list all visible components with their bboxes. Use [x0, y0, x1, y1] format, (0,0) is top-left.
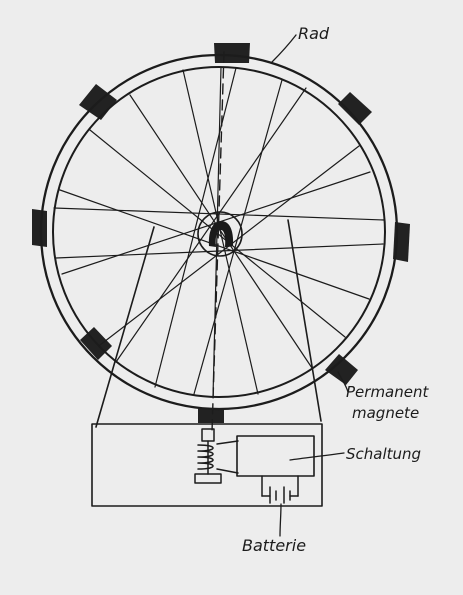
battery-icon — [261, 475, 299, 504]
leader-circuit — [289, 452, 345, 461]
magnet-bottom — [198, 408, 224, 423]
leader-battery — [279, 503, 282, 537]
axis-dashed-line — [211, 51, 225, 433]
wheel-rim-outer — [39, 53, 399, 411]
label-battery: Batterie — [242, 536, 306, 555]
magnet-left — [32, 209, 47, 247]
wheel-hub — [197, 211, 243, 257]
label-permanent-magnets-line1: Permanent — [346, 383, 429, 401]
circuit-box — [236, 435, 315, 477]
stand — [91, 219, 323, 507]
label-wheel: Rad — [298, 24, 330, 43]
coil-icon — [194, 428, 239, 484]
hub-axle — [208, 221, 234, 247]
base-box — [91, 423, 323, 507]
label-leaders — [271, 34, 349, 537]
magnet-bottom-right — [325, 354, 358, 385]
label-permanent-magnets-line2: magnete — [352, 404, 419, 422]
wheel-rim-inner — [52, 66, 386, 398]
magnet-top — [214, 43, 250, 63]
label-circuit: Schaltung — [346, 445, 421, 463]
leader-wheel — [271, 34, 297, 63]
magnet-top-right — [338, 92, 372, 125]
leader-magnets — [337, 371, 349, 393]
